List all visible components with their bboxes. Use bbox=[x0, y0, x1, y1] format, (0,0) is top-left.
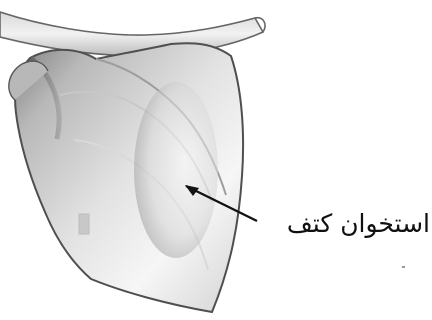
stray-mark bbox=[402, 266, 405, 268]
scapula-label: استخوان کتف bbox=[254, 202, 430, 246]
scapula-icon bbox=[9, 43, 243, 312]
clavicle-icon bbox=[0, 12, 265, 56]
